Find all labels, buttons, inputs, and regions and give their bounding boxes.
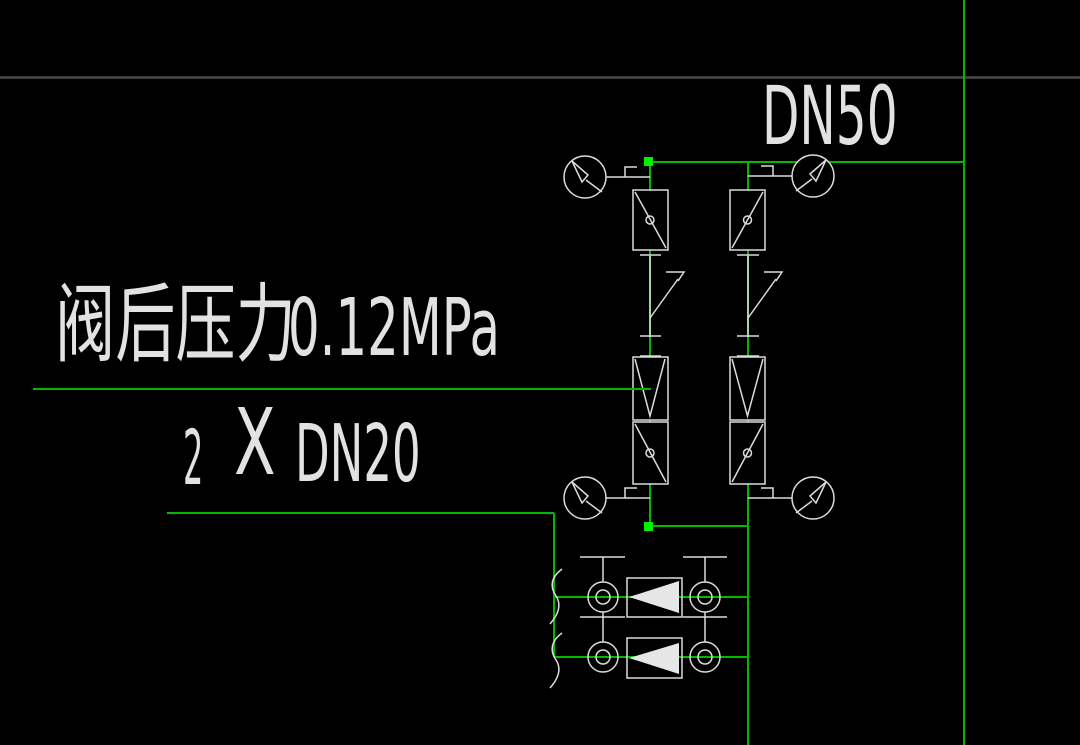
branch-count-label[interactable]: 2 bbox=[183, 413, 204, 502]
pressure-gauge[interactable] bbox=[748, 154, 835, 198]
filter-symbol[interactable] bbox=[729, 189, 766, 251]
filter-symbol[interactable] bbox=[729, 421, 766, 485]
pipe-cap-symbol bbox=[580, 556, 727, 642]
check-valve-symbol[interactable] bbox=[626, 637, 683, 679]
pressure-regulator-symbol[interactable] bbox=[729, 356, 766, 421]
pressure-gauge[interactable] bbox=[748, 476, 835, 520]
check-valve-symbol[interactable] bbox=[626, 577, 683, 618]
multiply-sign[interactable]: X bbox=[234, 389, 276, 496]
flange-tick bbox=[640, 254, 759, 357]
shutoff-valve-symbol[interactable] bbox=[747, 271, 784, 319]
filter-symbol[interactable] bbox=[632, 189, 669, 251]
pipe-break-symbol bbox=[549, 568, 563, 689]
shutoff-valve-symbol[interactable] bbox=[649, 271, 686, 319]
pressure-gauge[interactable] bbox=[563, 476, 650, 520]
filter-symbol[interactable] bbox=[632, 421, 669, 485]
leader-underline-dn20[interactable] bbox=[167, 512, 555, 657]
header-size-label[interactable]: DN50 bbox=[762, 70, 898, 164]
pressure-note-label[interactable]: 阀后压力 bbox=[55, 275, 296, 375]
pressure-note-value[interactable]: 0.12MPa bbox=[288, 282, 501, 374]
grip-icon[interactable] bbox=[644, 522, 653, 531]
branch-pipes[interactable] bbox=[554, 596, 748, 658]
pressure-gauge[interactable] bbox=[563, 155, 650, 199]
pipe-union-symbol[interactable] bbox=[587, 581, 721, 673]
grip-icon[interactable] bbox=[644, 157, 653, 166]
branch-size-label[interactable]: DN20 bbox=[295, 408, 421, 500]
valve-pipe-section[interactable] bbox=[649, 256, 749, 337]
